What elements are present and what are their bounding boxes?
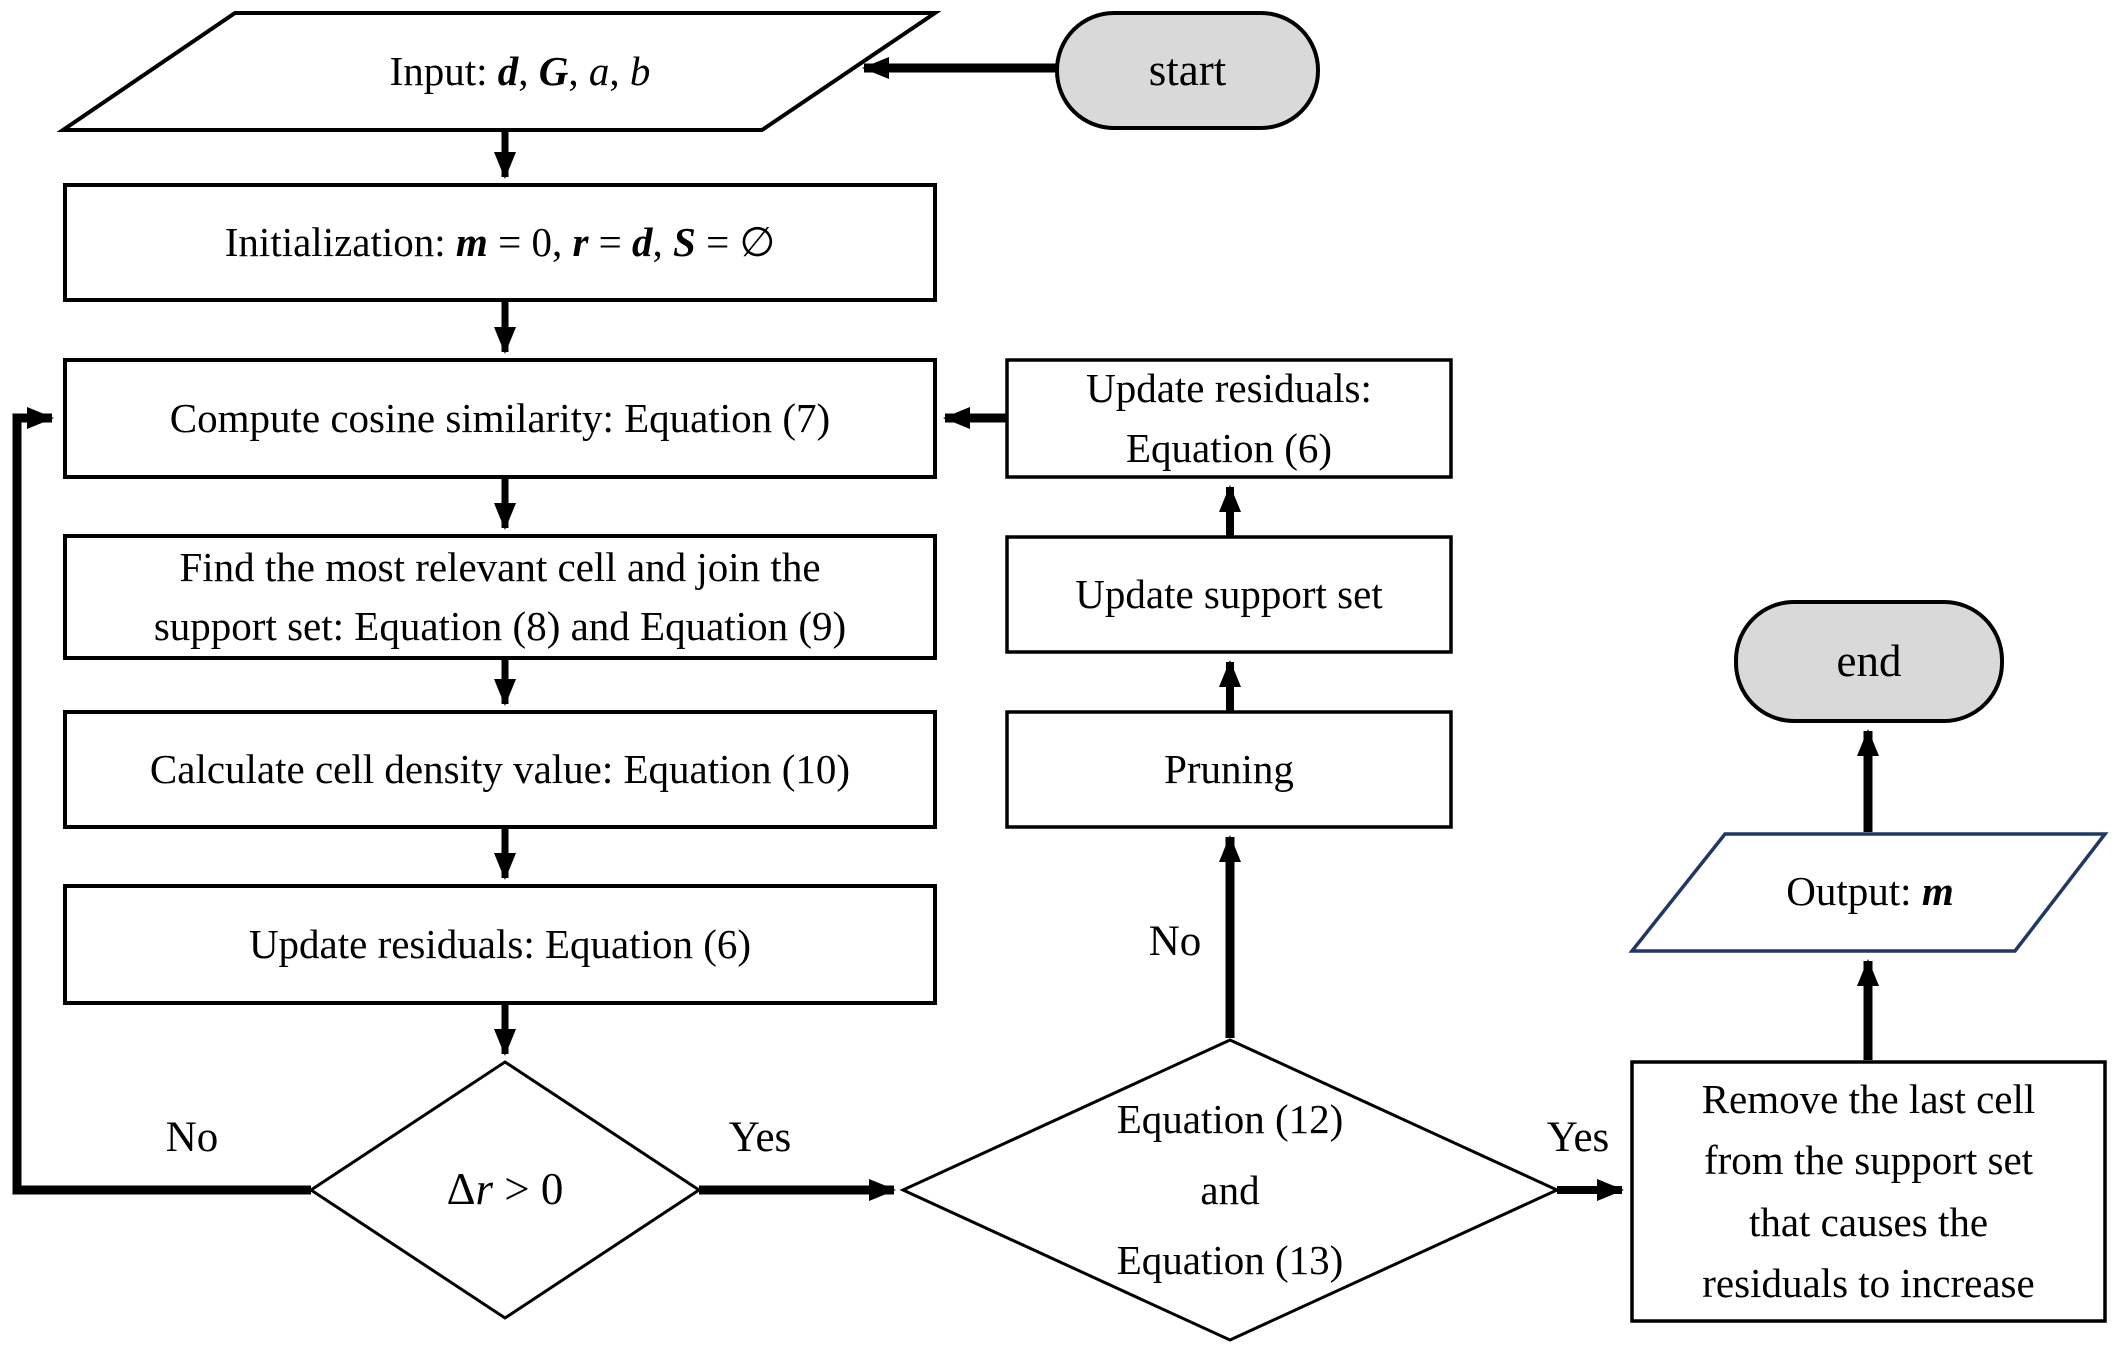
pruning-label: Pruning xyxy=(1164,745,1294,792)
update-support-label: Update support set xyxy=(1075,570,1383,617)
start-label: start xyxy=(1148,44,1227,95)
start-terminal xyxy=(1055,11,1320,130)
equations-decision-label: Equation (12) and Equation (13) xyxy=(1116,1096,1344,1284)
end-terminal xyxy=(1734,600,2004,723)
equations-yes-label: Yes xyxy=(1546,1113,1610,1161)
calc-density-box xyxy=(63,710,937,829)
remove-last-cell-box xyxy=(1630,1060,2107,1323)
output-parallelogram xyxy=(1628,832,2109,953)
find-relevant-box xyxy=(63,534,937,660)
delta-decision-label: Δr > 0 xyxy=(446,1164,564,1215)
output-label: Output: m xyxy=(1786,868,1954,915)
delta-yes-label: Yes xyxy=(728,1113,792,1161)
update-residuals-left-box xyxy=(63,884,937,1005)
update-residuals-left-label: Update residuals: Equation (6) xyxy=(248,920,752,967)
calc-density-label: Calculate cell density value: Equation (… xyxy=(149,745,851,792)
compute-cosine-box xyxy=(63,358,937,479)
compute-cosine-label: Compute cosine similarity: Equation (7) xyxy=(169,394,831,441)
equations-no-label: No xyxy=(1148,917,1202,965)
update-residuals-right-label: Update residuals: Equation (6) xyxy=(1086,365,1372,471)
arrow-no-loop-to-compute xyxy=(12,407,311,1195)
input-parallelogram xyxy=(56,11,942,132)
input-label: Input: d, G, a, b xyxy=(389,48,651,95)
initialization-box xyxy=(63,183,937,302)
update-support-box xyxy=(1005,535,1453,654)
initialization-label: Initialization: m = 0, r = d, S = ∅ xyxy=(224,218,776,265)
end-label: end xyxy=(1836,635,1902,686)
equations-decision-diamond xyxy=(899,1038,1561,1342)
delta-no-label: No xyxy=(165,1113,219,1161)
find-relevant-label: Find the most relevant cell and join the… xyxy=(153,543,847,649)
remove-last-cell-label: Remove the last cell from the support se… xyxy=(1701,1075,2036,1307)
delta-decision-diamond xyxy=(308,1060,702,1320)
update-residuals-right-box xyxy=(1005,358,1453,479)
pruning-box xyxy=(1005,710,1453,829)
